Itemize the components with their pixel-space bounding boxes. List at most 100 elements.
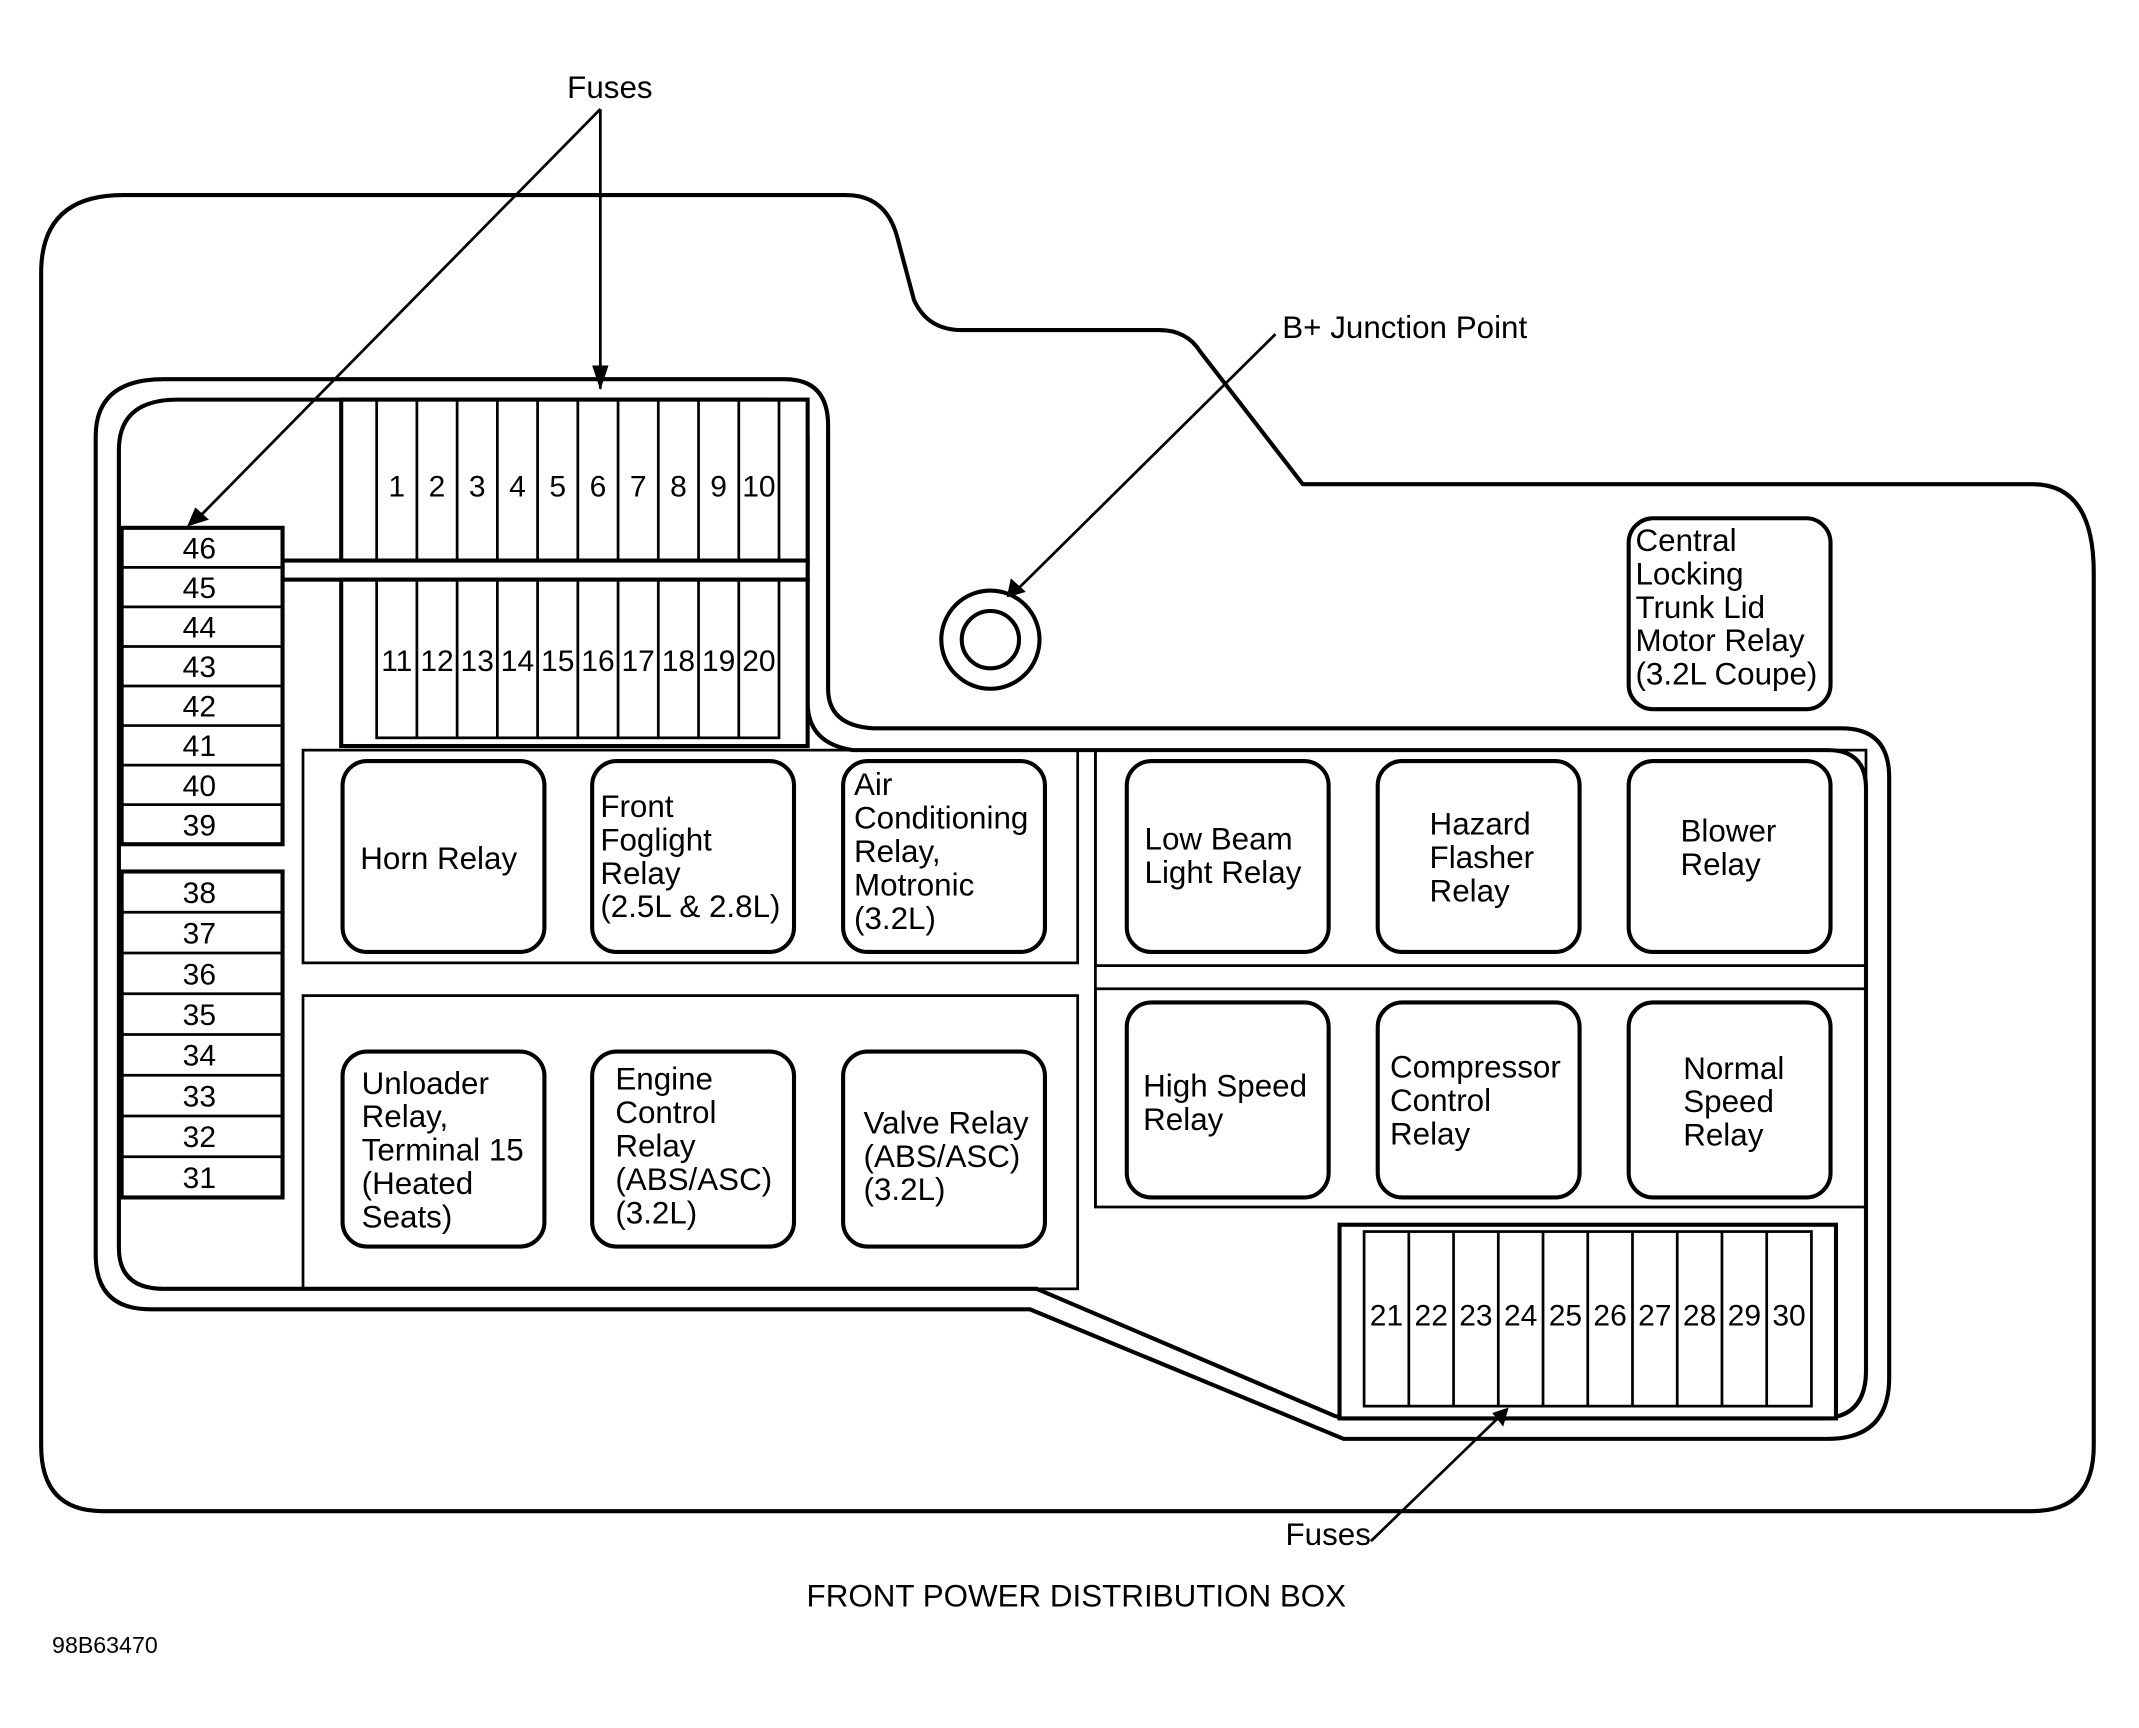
fuse-15: 15 [541,645,574,678]
relay-label-line: (Heated [362,1166,474,1201]
fuses-top-callout-arrows [187,108,609,527]
fuse-3: 3 [469,470,486,503]
relay-valve: Valve Relay(ABS/ASC)(3.2L) [841,1049,1047,1249]
relay-panel-upper-left [301,748,1080,965]
relay-label-line: Seats) [362,1199,453,1234]
relay-body [841,1049,1047,1249]
relay-label-line: (3.2L) [864,1172,946,1207]
fuse-18: 18 [662,645,695,678]
relay-body [340,758,547,955]
fuses-bottom-label: Fuses [1286,1517,1371,1552]
inner-tray-outer [93,377,1892,1441]
fuse-35: 35 [183,999,216,1032]
fuse-30: 30 [1772,1300,1805,1333]
fuse-10: 10 [742,470,775,503]
relay-body [1124,1000,1331,1200]
relay-label-line: Blower [1681,813,1777,848]
relay-label-line: (2.5L & 2.8L) [600,889,780,924]
fuse-5: 5 [549,470,566,503]
b-plus-junction-icon [939,588,1042,691]
relay-label-line: Motronic [854,867,974,902]
fuse-43: 43 [183,651,216,684]
fuses-top-label: Fuses [567,70,652,105]
figure-id: 98B63470 [52,1632,158,1658]
relay-label-line: Front [600,789,673,824]
relay-panel-lower-right [1094,987,1868,1209]
fuse-2: 2 [429,470,446,503]
relay-label-line: Hazard [1430,807,1531,842]
relay-body [1124,758,1331,955]
fuse-7: 7 [630,470,647,503]
relay-label-line: Valve Relay [864,1105,1029,1140]
fuse-21: 21 [1370,1300,1403,1333]
fuse-20: 20 [742,645,775,678]
fuse-33: 33 [183,1081,216,1114]
relay-label-line: Relay [1143,1102,1223,1137]
relay-body [1626,516,1833,712]
fuse-17: 17 [621,645,654,678]
relay-body [590,1049,797,1249]
relay-label-line: Light Relay [1145,855,1302,890]
fuse-29: 29 [1728,1300,1761,1333]
fuse-38: 38 [183,877,216,910]
fuse-41: 41 [183,730,216,763]
relay-body [1375,1000,1582,1200]
fuse-14: 14 [501,645,534,678]
fuse-45: 45 [183,572,216,605]
diagram-title: FRONT POWER DISTRIBUTION BOX [807,1579,1347,1614]
relay-panel-upper-right [1094,748,1868,967]
fuse-22: 22 [1415,1300,1448,1333]
fuse-19: 19 [702,645,735,678]
relay-label-line: (3.2L Coupe) [1635,657,1817,692]
relay-label-line: Central [1635,523,1736,558]
relay-label-line: (ABS/ASC) [615,1162,772,1197]
fuse-25: 25 [1549,1300,1582,1333]
fuse-39: 39 [183,809,216,842]
relay-label-line: Relay [600,856,680,891]
relay-label-line: Air [854,767,892,802]
relay-label-line: Terminal 15 [362,1133,524,1168]
relay-body [1626,1000,1833,1200]
relay-label-line: Relay [1430,874,1510,909]
relay-label-line: Control [615,1095,716,1130]
relay-label-line: Foglight [600,822,712,857]
fuse-32: 32 [183,1121,216,1154]
fuse-44: 44 [183,612,216,645]
relay-label-line: (3.2L) [615,1195,697,1230]
relay-label-line: Control [1390,1083,1491,1118]
relay-label-line: Speed [1683,1084,1774,1119]
fuse-23: 23 [1459,1300,1492,1333]
relay-label-line: Low Beam [1145,822,1293,857]
relay-horn: Horn Relay [340,758,547,955]
relay-label-line: Engine [615,1062,713,1097]
relay-label-line: Motor Relay [1635,623,1804,658]
relay-label-line: Trunk Lid [1635,590,1765,625]
relay-label-line: Normal [1683,1051,1784,1086]
relay-label-line: Compressor [1390,1049,1561,1084]
relay-label-line: Relay [1390,1116,1470,1151]
fuse-8: 8 [670,470,687,503]
relay-panel-lower-left [301,994,1080,1291]
relay-label-line: Relay [1683,1118,1763,1153]
fuse-26: 26 [1593,1300,1626,1333]
relay-body [340,1049,547,1249]
relay-label-line: Conditioning [854,801,1028,836]
relay-label-line: Relay [615,1129,695,1164]
relay-label-line: Relay [1681,847,1761,882]
relay-label-line: Unloader [362,1066,489,1101]
relay-label-line: High Speed [1143,1069,1307,1104]
fuse-36: 36 [183,958,216,991]
fuse-28: 28 [1683,1300,1716,1333]
fuse-4: 4 [509,470,526,503]
b-plus-label: B+ Junction Point [1282,310,1527,345]
relay-body [1626,758,1833,955]
